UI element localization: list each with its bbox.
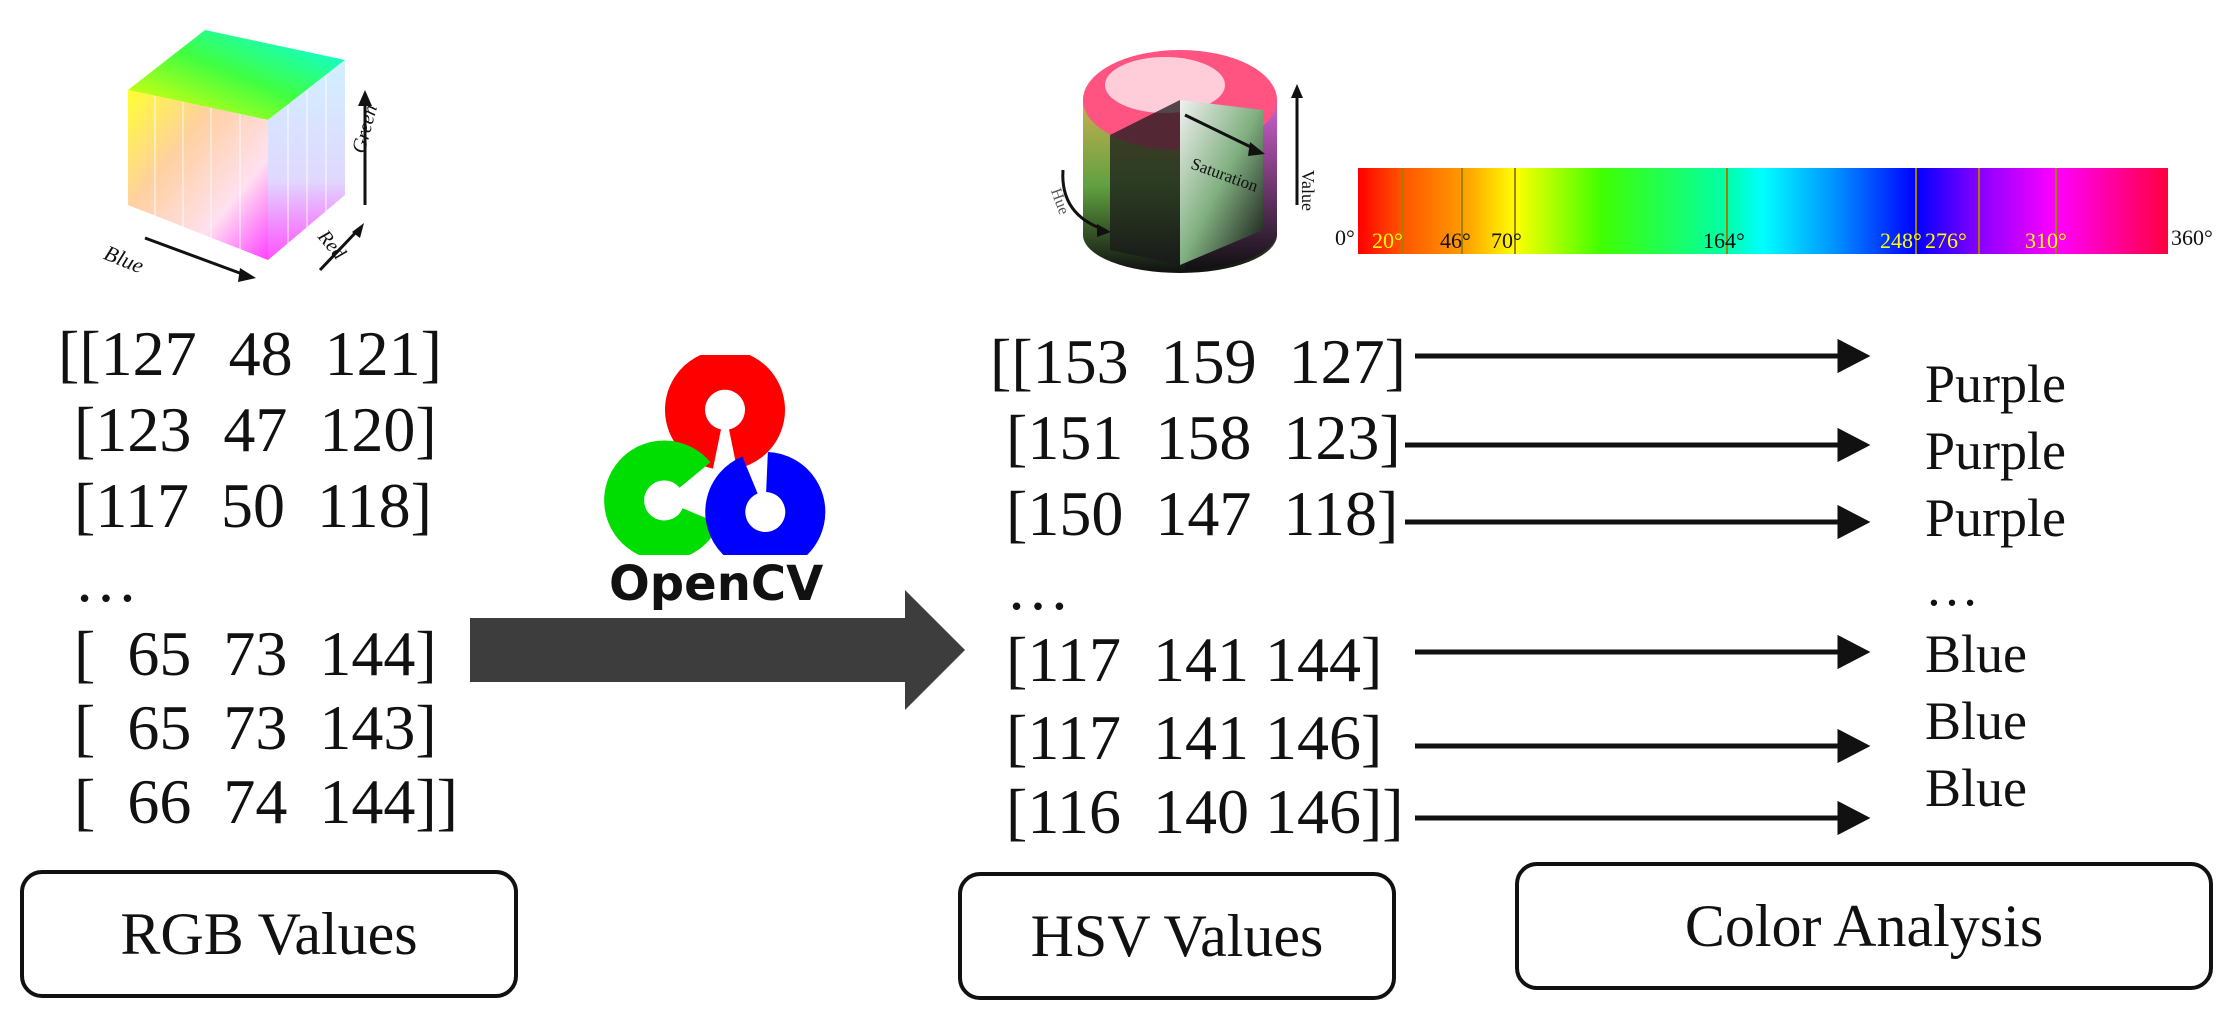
hsv-row: [117 141 144] <box>990 624 1383 695</box>
color-result: Blue <box>1925 758 2027 818</box>
arrow-row-5 <box>1415 634 1871 670</box>
hsv-row: [116 140 146]] <box>990 776 1404 847</box>
arrow-row-1 <box>1415 338 1871 374</box>
arrow-row-6 <box>1415 728 1871 764</box>
rgb-row: [117 50 118] <box>58 470 432 541</box>
color-result: Blue <box>1925 624 2027 684</box>
hsv-row-ellipsis: … <box>990 552 1070 623</box>
hue-tick-label: 0° <box>1335 225 1355 250</box>
hue-tick-label: 276° <box>1925 228 1967 253</box>
opencv-green-ring <box>604 440 720 555</box>
hue-tick-label: 248° <box>1880 228 1922 253</box>
rgb-row: [ 65 73 144] <box>58 618 437 689</box>
rgb-cube-illustration <box>128 30 372 282</box>
hue-tick-label: 164° <box>1703 228 1745 253</box>
opencv-blue-ring <box>705 452 826 555</box>
rgb-row-ellipsis: … <box>58 544 138 615</box>
opencv-logo-icon <box>604 355 826 555</box>
rgb-row: [123 47 120] <box>58 394 437 465</box>
hue-tick-label: 20° <box>1372 228 1403 253</box>
arrow-row-2 <box>1405 427 1871 463</box>
arrow-row-3 <box>1405 504 1871 540</box>
rgb-row: [ 66 74 144]] <box>58 766 458 837</box>
color-result: Purple <box>1925 488 2066 548</box>
color-result: Purple <box>1925 421 2066 481</box>
hue-tick-label: 360° <box>2171 225 2213 250</box>
rgb-values-label: RGB Values <box>20 870 518 998</box>
hue-tick-label: 310° <box>2025 228 2067 253</box>
mapping-arrows <box>1405 338 1871 836</box>
hue-spectrum-bar <box>1358 168 2168 254</box>
color-result-ellipsis: … <box>1925 557 1979 617</box>
opencv-logo-text: OpenCV <box>609 556 824 612</box>
conversion-arrow <box>470 590 965 710</box>
hsv-row: [[153 159 127] <box>990 326 1406 397</box>
hsv-row: [151 158 123] <box>990 402 1401 473</box>
color-analysis-label: Color Analysis <box>1515 862 2213 990</box>
hsv-row: [150 147 118] <box>990 478 1399 549</box>
cylinder-value-label: Value <box>1298 170 1318 211</box>
hsv-row: [117 141 146] <box>990 702 1383 773</box>
hsv-cylinder-illustration <box>1061 50 1303 273</box>
opencv-red-ring <box>665 355 785 469</box>
rgb-row: [[127 48 121] <box>58 318 442 389</box>
hue-tick-label: 70° <box>1491 228 1522 253</box>
color-result: Purple <box>1925 354 2066 414</box>
hue-tick-label: 46° <box>1440 228 1471 253</box>
rgb-row: [ 65 73 143] <box>58 692 437 763</box>
color-result: Blue <box>1925 691 2027 751</box>
hsv-values-label: HSV Values <box>958 872 1396 1000</box>
arrow-row-7 <box>1415 800 1871 836</box>
